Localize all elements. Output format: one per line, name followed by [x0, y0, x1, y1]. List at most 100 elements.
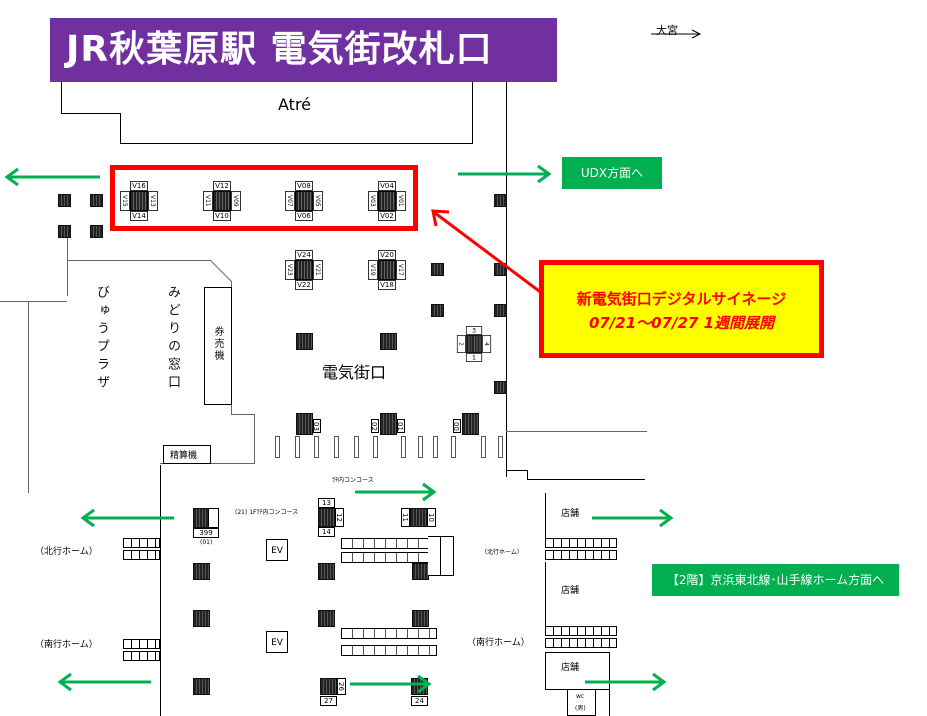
wall: [506, 431, 647, 432]
arrow-right-icon: [592, 508, 674, 528]
pillar: [380, 333, 397, 350]
pillar: [494, 194, 507, 207]
arrow-left-icon: [57, 672, 151, 692]
digital-signage: V24 V23 V21 V22: [285, 250, 323, 290]
arrow-left-icon: [80, 508, 174, 528]
pillar-label: 27: [320, 696, 337, 706]
callout-line2: 07/21〜07/27 1週間展開: [588, 314, 775, 332]
ticket-gate: [314, 436, 319, 458]
stairs: [545, 538, 617, 548]
wall: [527, 479, 645, 480]
digital-signage: V20 V19 V17 V18: [368, 250, 406, 290]
pillar: [494, 381, 507, 394]
escalator: [341, 645, 437, 656]
escalator: [341, 628, 437, 639]
pillar-label: 10: [427, 508, 436, 527]
pillar-label: (01): [200, 539, 213, 546]
digital-signage: V08 V07 V05 V06: [285, 181, 323, 221]
wall: [160, 465, 161, 716]
wall: [61, 82, 62, 114]
wc-sub-label: (男): [575, 705, 586, 712]
pillar: [296, 333, 313, 350]
south-platform-left-label: （南行ホーム）: [35, 640, 98, 650]
wall: [254, 414, 255, 464]
small-signage: 3 2 4 1: [456, 326, 492, 362]
wall: [545, 493, 546, 538]
pillar-label: 00: [452, 419, 461, 433]
pillar-label: 11: [401, 508, 410, 527]
pillar: [58, 225, 71, 238]
wall: [120, 143, 473, 144]
south-platform-right-label: （南行ホーム）: [467, 638, 530, 648]
pillar: [431, 304, 444, 317]
digital-signage: V16 V15 V13 V14: [120, 181, 158, 221]
wall: [231, 414, 255, 415]
pillar-label: 12: [335, 508, 344, 527]
pillar: [318, 508, 335, 527]
pillar: [58, 194, 71, 207]
udx-direction-button[interactable]: UDX方面へ: [562, 157, 662, 189]
ticket-gate: [401, 436, 406, 458]
ticket-gate: [295, 436, 300, 458]
arrow-right-icon: [585, 672, 667, 692]
stairs: [123, 651, 160, 661]
ticket-gate: [433, 436, 438, 458]
pillar: [90, 225, 103, 238]
view-plaza-label: びゅうプラザ: [94, 285, 109, 393]
pillar-box: [208, 508, 219, 528]
wc-label: wc: [576, 693, 585, 700]
wall: [0, 301, 67, 302]
pillar: [320, 678, 337, 695]
ticket-gate: [354, 436, 359, 458]
pillar: [462, 413, 479, 435]
stairs: [123, 550, 160, 560]
wall: [545, 562, 546, 627]
pillar: [494, 304, 507, 317]
pillar-label: 02: [370, 419, 379, 433]
pillar: [380, 413, 397, 435]
arrow-left-icon: [4, 167, 100, 187]
wall: [609, 652, 610, 716]
north-platform-right-label: （北行ホーム）: [481, 549, 523, 556]
wall: [67, 260, 210, 261]
platform-2f-direction-button[interactable]: 【2階】京浜東北線･山手線ホーム方面へ: [652, 564, 899, 596]
pillar: [193, 563, 210, 580]
shop-label: 店舗: [561, 586, 580, 596]
wall: [527, 470, 528, 479]
pillar: [410, 508, 427, 527]
signage-callout: 新電気街口デジタルサイネージ 07/21〜07/27 1週間展開: [539, 260, 824, 358]
shop-label: 店舗: [561, 509, 580, 519]
stairs: [545, 626, 617, 636]
pillar: [193, 678, 210, 695]
escalator: [341, 552, 437, 563]
ticket-gate: [334, 436, 339, 458]
ticket-gate: [451, 436, 456, 458]
pillar-label: 13: [318, 498, 335, 508]
pillar-label: 03: [312, 419, 321, 433]
pillar: [412, 610, 429, 627]
pillar-label: 14: [318, 527, 335, 537]
denkigai-gate-label: 電気街口: [322, 363, 387, 382]
ticket-gate: [498, 436, 503, 458]
elevator: EV: [266, 539, 288, 561]
ticket-machine-label: 券売機: [212, 326, 223, 362]
wall: [67, 236, 68, 296]
north-platform-left-label: （北行ホーム）: [35, 547, 98, 557]
atre-label: Atré: [278, 95, 312, 114]
arrow-right-icon: [355, 482, 437, 502]
wall: [61, 113, 121, 114]
ticket-gate: [373, 436, 378, 458]
shop-label: 店舗: [561, 663, 580, 673]
callout-line1: 新電気街口デジタルサイネージ: [576, 290, 787, 308]
escalator: [341, 538, 437, 549]
pillar-label: 26: [337, 678, 346, 695]
wall-diagonal: [209, 259, 233, 283]
arrow-right-icon: [458, 164, 552, 184]
pillar: [431, 263, 444, 276]
pillar-label: 01: [396, 419, 405, 433]
pillar: [90, 194, 103, 207]
ticket-gate: [481, 436, 486, 458]
pillar: [318, 610, 335, 627]
direction-arrow-icon: [651, 29, 702, 39]
concourse-1f-label: (21) 1Fﾗﾁ内コンコース: [235, 509, 299, 516]
